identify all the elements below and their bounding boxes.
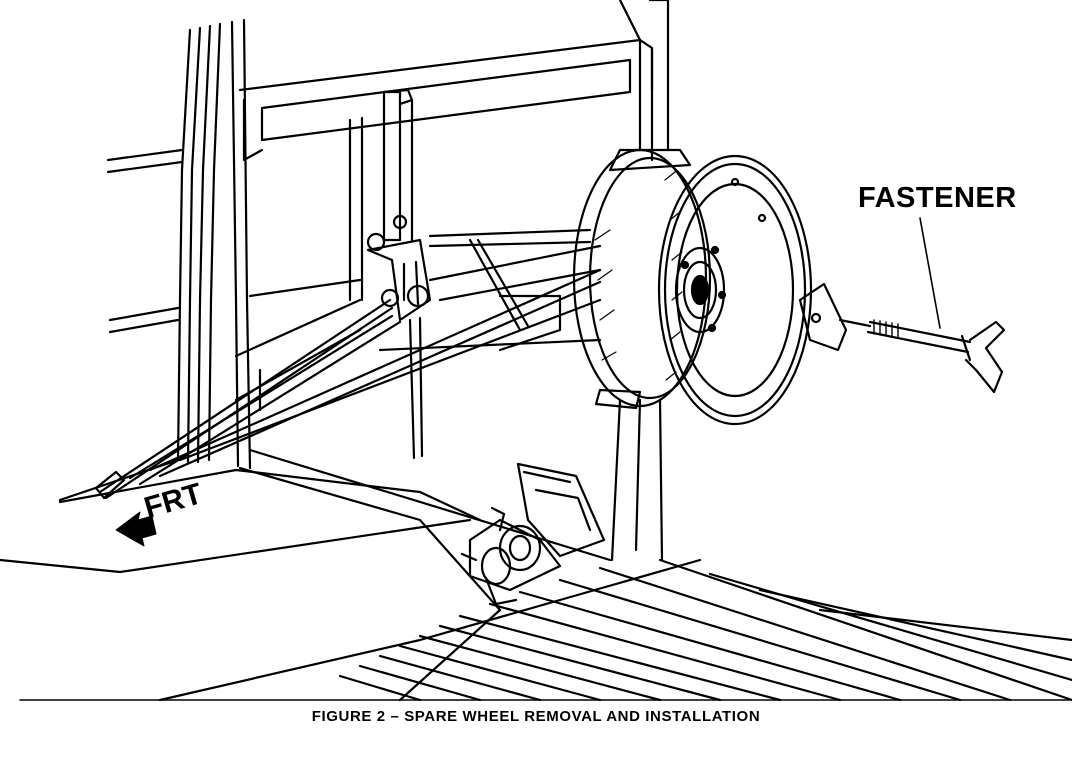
figure-caption: FIGURE 2 – SPARE WHEEL REMOVAL AND INSTA… [311, 708, 761, 725]
retainer-and-fastener [798, 217, 1006, 394]
support-tubes [378, 228, 602, 352]
front-arrow-icon [115, 511, 157, 547]
truck-bed-floor [0, 448, 1072, 702]
spare-wheel [572, 148, 813, 426]
latch-rods [94, 268, 602, 500]
fastener-callout-label: FASTENER [858, 182, 1017, 214]
hoist-assembly [460, 462, 606, 606]
cab-rear-wall [58, 0, 670, 562]
latch-bracket [366, 88, 432, 460]
